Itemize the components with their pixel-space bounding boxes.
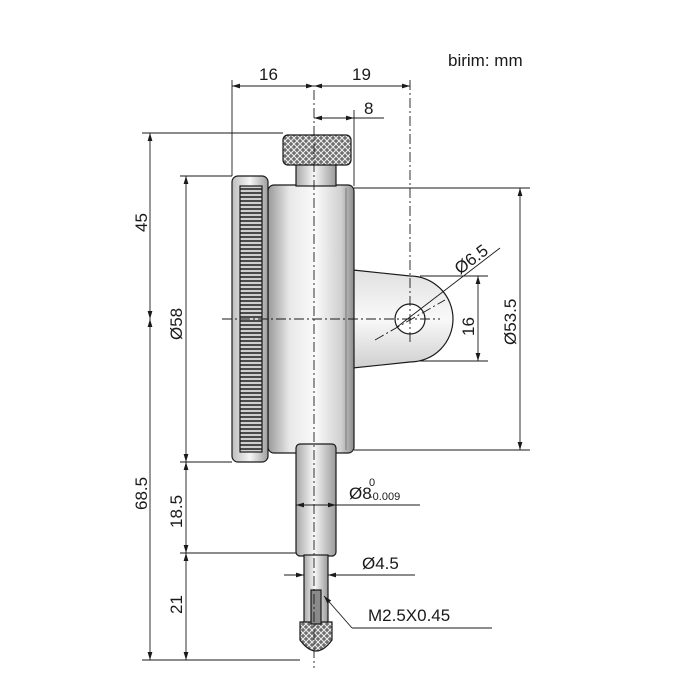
dim-stem-tol-lower: -0.009 [369,491,400,503]
cap-neck [295,163,337,187]
dim-dial-diameter: Ø58 [167,308,186,340]
dim-dial-thickness: 16 [259,65,278,84]
dim-thread: M2.5X0.45 [368,606,450,625]
stem [295,443,337,557]
bezel-knurl [240,186,262,452]
dim-lug-hole-diameter: Ø6.5 [451,241,492,278]
contact-thread [310,589,322,625]
dim-back-diameter: Ø53.5 [501,299,520,345]
unit-label: birim: mm [448,51,523,70]
dim-stem-to-lug-hole: 19 [352,65,371,84]
contact-point [299,621,333,652]
extension-lines [142,80,530,661]
lug-hole-diagonal [374,299,446,341]
dim-top-height: 45 [132,213,151,232]
dim-spindle-length: 21 [167,595,186,614]
dim-stem-length: 18.5 [167,495,186,528]
dim-stem-diameter: Ø8 [349,484,372,503]
lug-hole-leader [396,247,501,328]
dim-stem-tol-upper: 0 [369,477,375,489]
dim-lug-height: 16 [459,317,478,336]
dim-cap-offset: 8 [364,99,373,118]
cap-knob [282,134,352,166]
dim-spindle-diameter: Ø4.5 [362,554,399,573]
dim-body-height: 68.5 [132,477,151,510]
